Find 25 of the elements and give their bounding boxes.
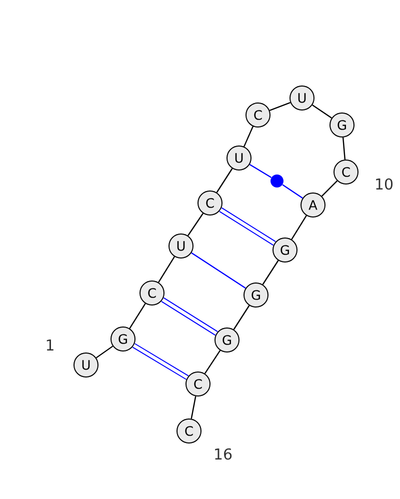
backbone-line: [96, 346, 114, 358]
base-pair-line: [282, 184, 303, 199]
backbone-line: [233, 305, 250, 330]
base-pair-line: [161, 297, 218, 336]
backbone-line: [188, 213, 204, 236]
backbone-line: [269, 102, 291, 112]
backbone-line: [244, 126, 254, 147]
backbone-line: [321, 180, 338, 197]
position-number: 1: [46, 340, 54, 350]
base-pair-line: [219, 207, 276, 246]
position-number: 10: [376, 178, 393, 190]
backbone-line: [158, 256, 175, 283]
backbone-line: [342, 137, 346, 160]
backbone-line: [190, 396, 196, 419]
pair-dot: [270, 174, 284, 188]
backbone-line: [204, 350, 221, 374]
backbone-line: [262, 260, 279, 285]
base-pair-line: [132, 343, 189, 380]
position-number: 16: [215, 448, 232, 460]
backbone-line: [312, 104, 332, 118]
base-pair-line: [191, 252, 246, 289]
backbone-line: [291, 215, 307, 240]
base-pair-line: [249, 164, 272, 178]
backbone-line: [216, 168, 233, 193]
backbone-line: [129, 303, 146, 329]
